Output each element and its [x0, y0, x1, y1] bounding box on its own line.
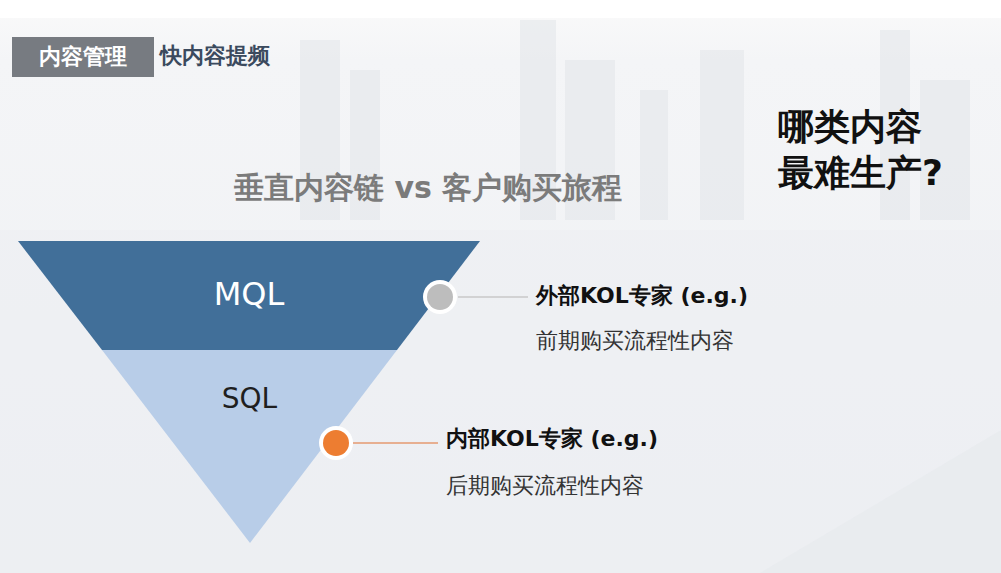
funnel-tip: SQL	[102, 350, 397, 543]
section-tag: 内容管理	[12, 37, 154, 77]
leader-line	[458, 296, 528, 298]
node-label: MQL	[18, 275, 480, 313]
callout-dot	[427, 284, 453, 310]
callout-body: 后期购买流程性内容	[446, 471, 644, 501]
funnel-band: MQL	[18, 241, 480, 350]
node-label: 内容管理	[39, 42, 127, 72]
callout-heading: 外部KOL专家 (e.g.)	[536, 281, 748, 311]
question: 哪类内容 最难生产?	[778, 104, 963, 196]
subtitle: 快内容提频	[160, 41, 270, 71]
callout-body: 前期购买流程性内容	[536, 326, 734, 356]
dot-ring	[319, 426, 353, 460]
callout-heading: 内部KOL专家 (e.g.)	[446, 424, 658, 454]
node-label: SQL	[102, 382, 397, 415]
band-shape	[102, 350, 397, 543]
leader-line	[353, 442, 438, 444]
dot-ring	[423, 280, 457, 314]
diagram-title: 垂直内容链 vs 客户购买旅程	[234, 168, 622, 209]
callout-dot	[323, 430, 349, 456]
